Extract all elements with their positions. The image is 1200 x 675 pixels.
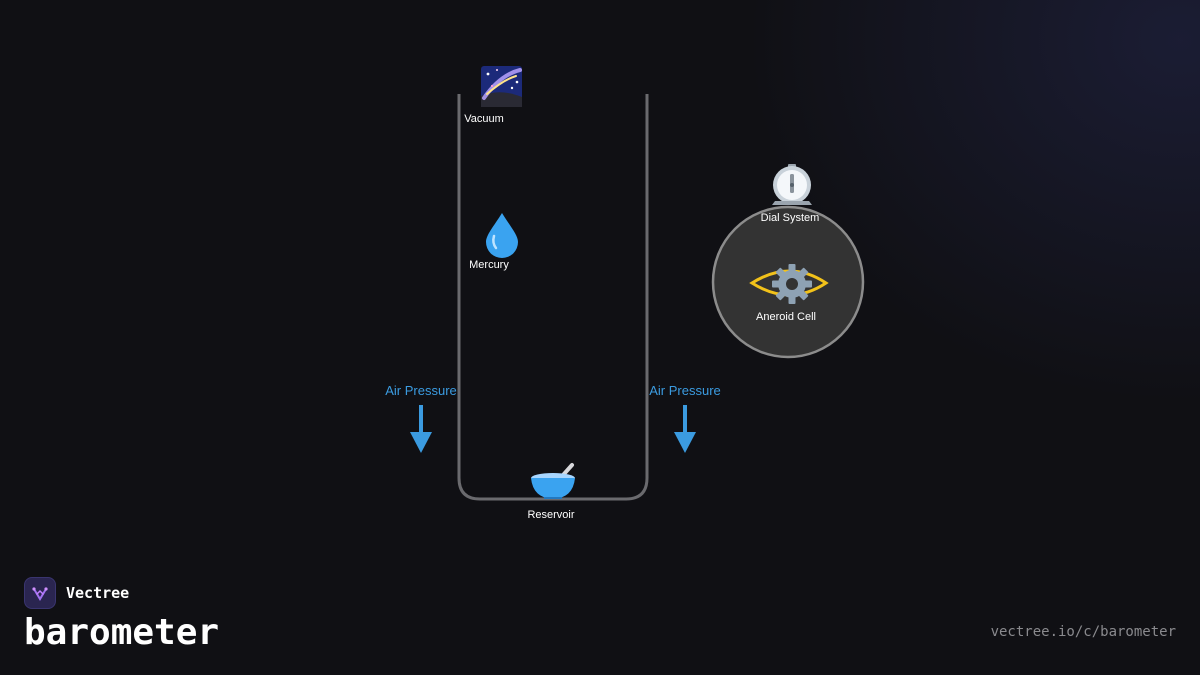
stopwatch-icon xyxy=(772,164,812,205)
dial-system-label: Dial System xyxy=(761,212,820,224)
arrow-down-icon xyxy=(674,405,696,453)
bowl-icon xyxy=(531,463,575,499)
air-pressure-right-label: Air Pressure xyxy=(649,383,721,398)
brand: Vectree xyxy=(24,577,129,609)
mercury-tube xyxy=(457,94,649,501)
orbit-icon xyxy=(749,269,829,297)
vectree-logo-icon xyxy=(24,577,56,609)
gear-icon xyxy=(772,264,812,304)
mercury-label: Mercury xyxy=(469,259,509,271)
arrow-down-icon xyxy=(410,405,432,453)
galaxy-icon xyxy=(481,66,522,107)
page-title: barometer xyxy=(24,612,220,653)
source-url[interactable]: vectree.io/c/barometer xyxy=(990,624,1176,640)
aneroid-cell-label: Aneroid Cell xyxy=(756,311,816,323)
brand-name: Vectree xyxy=(66,584,130,602)
air-pressure-left-label: Air Pressure xyxy=(385,383,457,398)
reservoir-label: Reservoir xyxy=(527,509,574,521)
droplet-icon xyxy=(486,213,518,258)
vacuum-label: Vacuum xyxy=(464,113,504,125)
